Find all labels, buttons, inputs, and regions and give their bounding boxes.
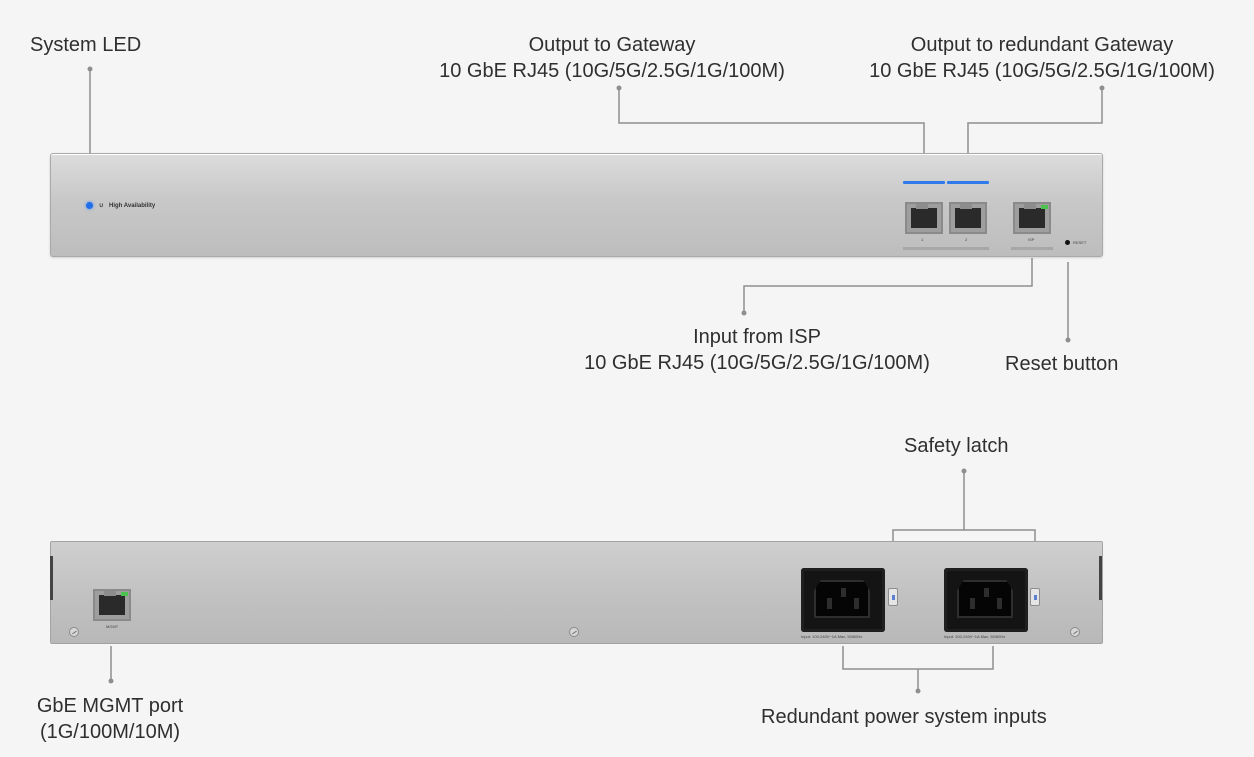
- port1-link-indicator: [903, 181, 945, 184]
- label-mgmt-title: GbE MGMT port: [36, 695, 184, 717]
- safety-latch-1[interactable]: [888, 588, 898, 606]
- mgmt-port[interactable]: [93, 589, 131, 621]
- port2-label: 2: [965, 237, 968, 242]
- callout-dot: [616, 85, 622, 91]
- system-led: [86, 202, 93, 209]
- label-system-led: System LED: [30, 34, 142, 56]
- callout-dot: [1099, 85, 1105, 91]
- front-panel: ∪ High Availability 1 2 ISP RESET: [50, 153, 1103, 257]
- port-socket: [1019, 208, 1045, 228]
- isp-label: ISP: [1028, 237, 1035, 242]
- reset-button[interactable]: [1065, 240, 1070, 245]
- label-output-gateway: Output to Gateway 10 GbE RJ45 (10G/5G/2.…: [412, 32, 812, 84]
- power-pin: [841, 588, 846, 597]
- label-input-isp: Input from ISP 10 GbE RJ45 (10G/5G/2.5G/…: [557, 324, 957, 376]
- callout-input-isp: [743, 258, 1033, 313]
- rear-right-edge: [1099, 556, 1102, 600]
- callout-output-gateway: [618, 88, 925, 153]
- label-output-redundant-title: Output to redundant Gateway: [910, 34, 1174, 56]
- port-strip: [903, 247, 989, 250]
- callout-dot: [87, 66, 93, 72]
- port1-label: 1: [921, 237, 924, 242]
- port-tab: [1024, 204, 1036, 209]
- callout-output-redundant: [967, 88, 1103, 153]
- isp-strip: [1011, 247, 1053, 250]
- callout-dot: [108, 678, 114, 684]
- label-redundant-power: Redundant power system inputs: [761, 706, 1047, 728]
- callout-power: [842, 646, 994, 670]
- label-output-redundant: Output to redundant Gateway 10 GbE RJ45 …: [842, 32, 1242, 84]
- gateway-port-2[interactable]: [949, 202, 987, 234]
- power-socket: [957, 580, 1013, 618]
- callout-dot: [915, 688, 921, 694]
- port-tab: [104, 591, 116, 596]
- power-pin: [984, 588, 989, 597]
- ubiquiti-logo-icon: ∪: [99, 203, 104, 209]
- label-output-redundant-spec: 10 GbE RJ45 (10G/5G/2.5G/1G/100M): [869, 60, 1215, 82]
- rear-left-edge: [50, 556, 53, 600]
- power-socket: [814, 580, 870, 618]
- label-mgmt-spec: (1G/100M/10M): [39, 721, 181, 743]
- port-tab: [960, 204, 972, 209]
- screw-icon: [1070, 627, 1080, 637]
- label-safety-latch: Safety latch: [904, 435, 1009, 457]
- label-input-isp-spec: 10 GbE RJ45 (10G/5G/2.5G/1G/100M): [584, 352, 930, 374]
- power-pin: [997, 598, 1002, 609]
- front-brand-text: High Availability: [109, 203, 156, 209]
- port-socket: [955, 208, 981, 228]
- power-inlet-2[interactable]: [944, 568, 1028, 632]
- power-inlet-1[interactable]: [801, 568, 885, 632]
- callout-dot: [741, 310, 747, 316]
- label-mgmt: GbE MGMT port (1G/100M/10M): [10, 693, 210, 745]
- mgmt-port-activity-led: [121, 592, 128, 596]
- power-pin: [827, 598, 832, 609]
- callout-dot: [1065, 337, 1071, 343]
- screw-icon: [569, 627, 579, 637]
- psu1-rating: Input: 100-240V~1A Max, 50/60Hz: [801, 634, 863, 639]
- rear-panel: MGMT Input: 100-240V~1A Max, 50/60Hz Inp…: [50, 541, 1103, 644]
- latch-marker: [1034, 595, 1037, 600]
- reset-label: RESET: [1073, 240, 1087, 245]
- label-input-isp-title: Input from ISP: [693, 326, 821, 348]
- psu2-rating: Input: 100-240V~1A Max, 50/60Hz: [944, 634, 1006, 639]
- power-pin: [970, 598, 975, 609]
- label-output-gateway-spec: 10 GbE RJ45 (10G/5G/2.5G/1G/100M): [439, 60, 785, 82]
- port2-link-indicator: [947, 181, 989, 184]
- port-socket: [99, 595, 125, 615]
- port-tab: [916, 204, 928, 209]
- safety-latch-2[interactable]: [1030, 588, 1040, 606]
- isp-port-activity-led: [1041, 205, 1048, 209]
- screw-icon: [69, 627, 79, 637]
- power-pin: [854, 598, 859, 609]
- gateway-port-1[interactable]: [905, 202, 943, 234]
- latch-marker: [892, 595, 895, 600]
- mgmt-label: MGMT: [106, 624, 119, 629]
- label-output-gateway-title: Output to Gateway: [528, 34, 696, 56]
- port-socket: [911, 208, 937, 228]
- label-reset-button: Reset button: [1005, 353, 1119, 375]
- callout-dot: [961, 468, 967, 474]
- isp-port[interactable]: [1013, 202, 1051, 234]
